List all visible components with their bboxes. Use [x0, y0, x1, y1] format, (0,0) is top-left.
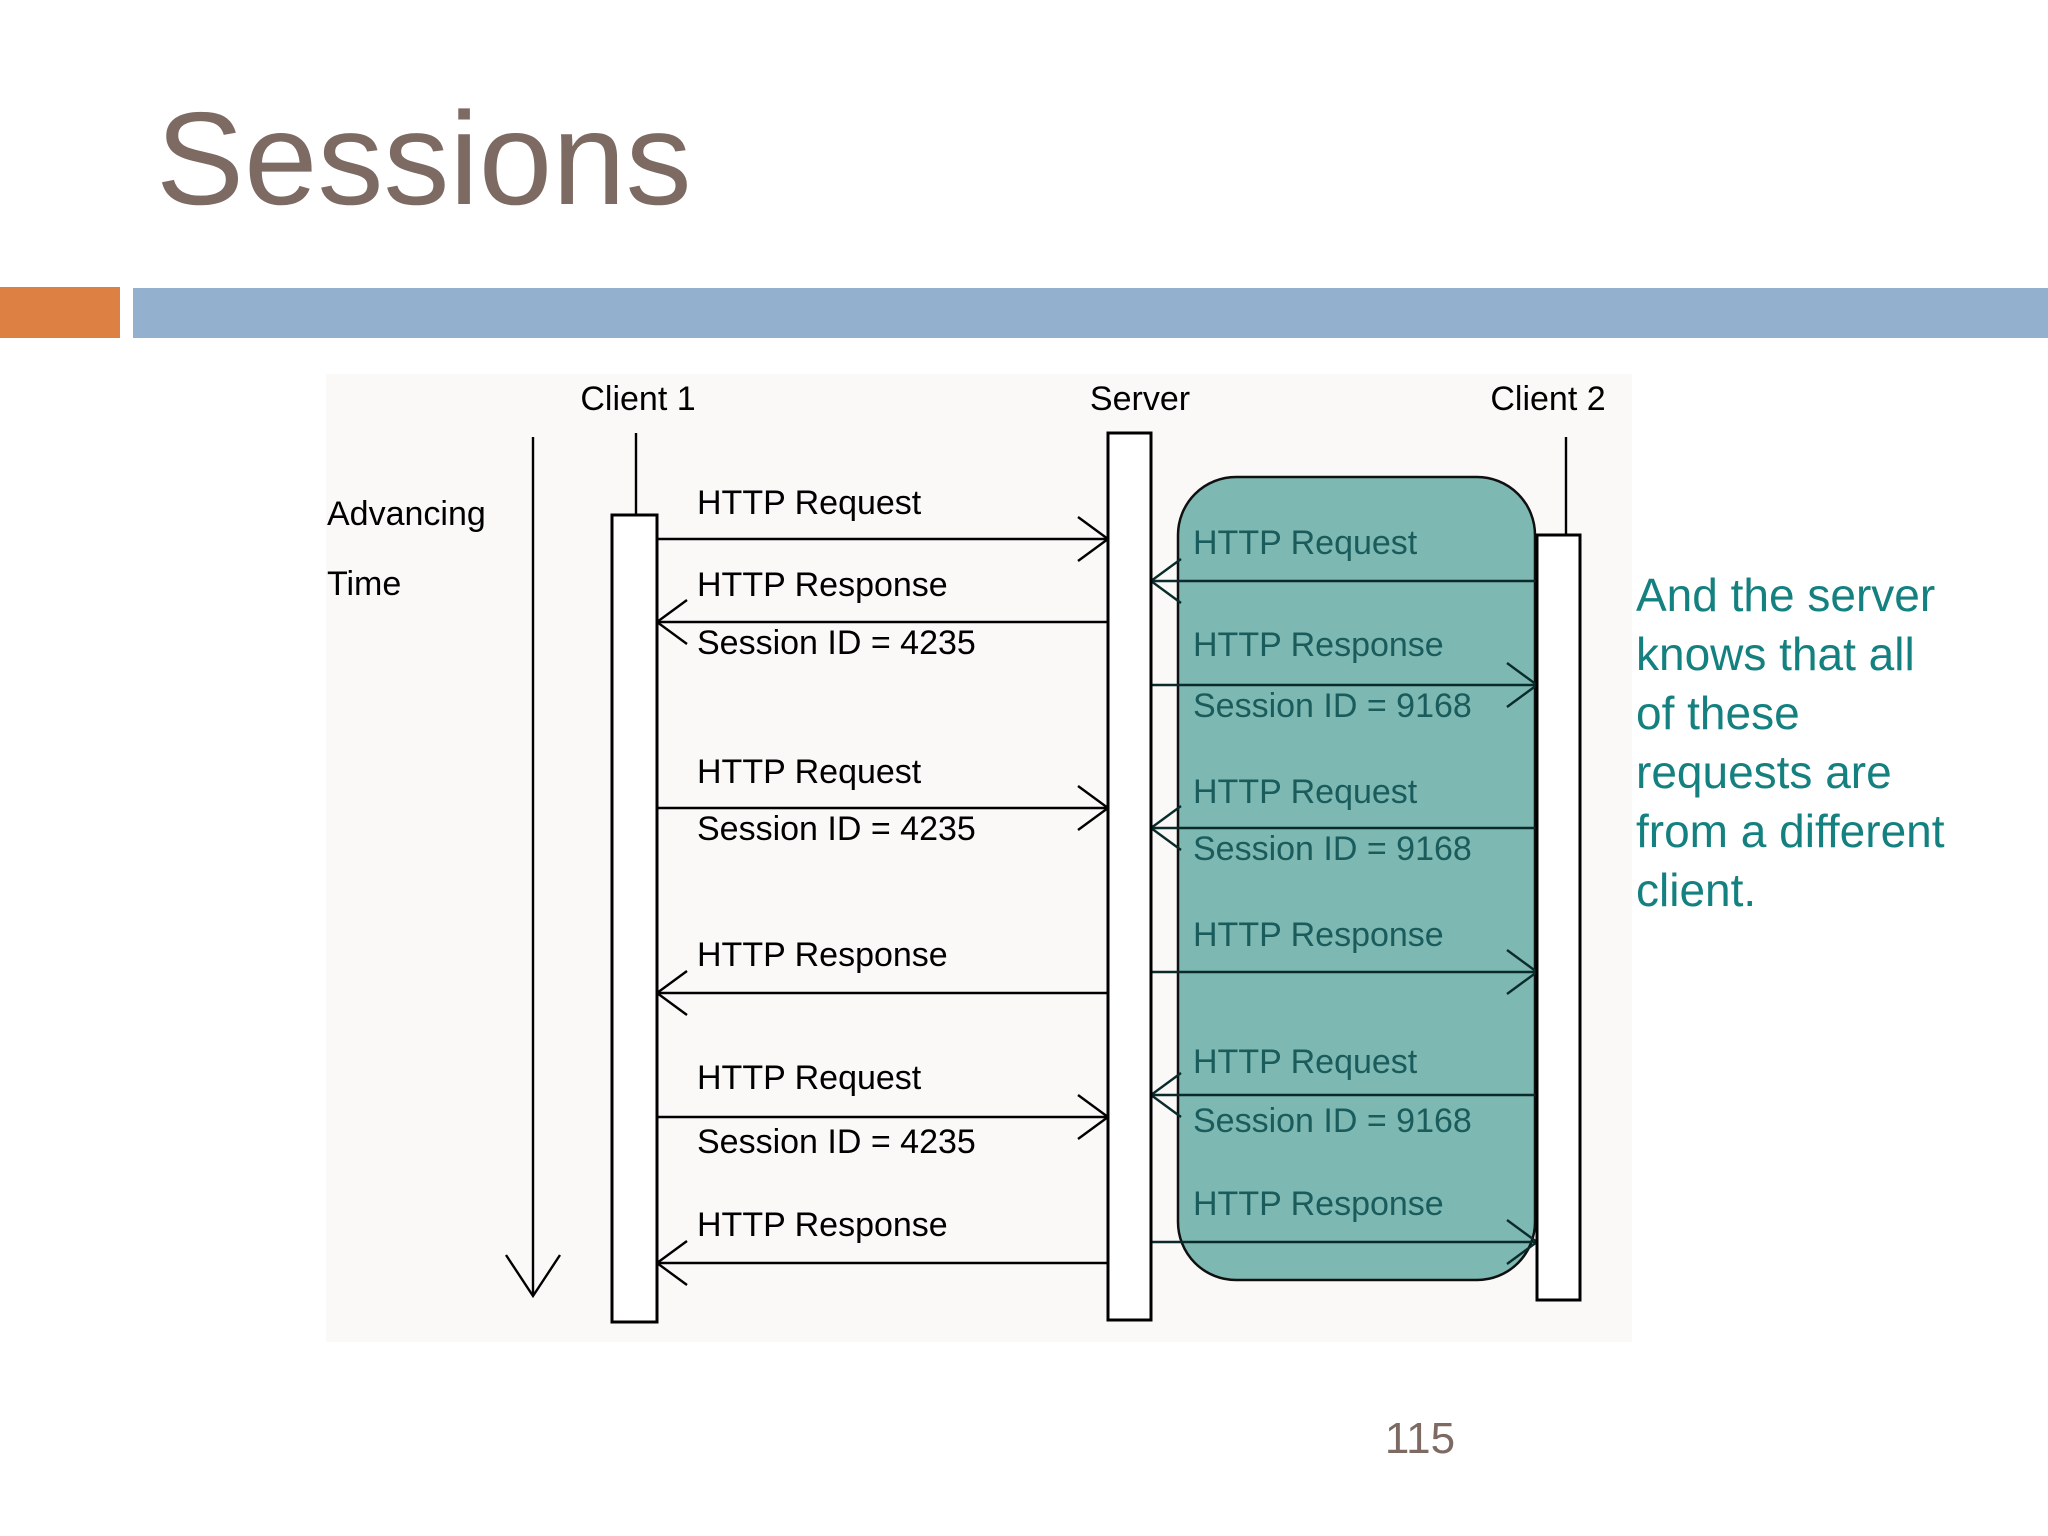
client2-activation-bar	[1535, 533, 1582, 1302]
msg-sublabel: Session ID = 9168	[1193, 1102, 1472, 1140]
annotation-line: requests are	[1636, 746, 1892, 798]
msg-label: HTTP Request	[1193, 524, 1418, 562]
msg-sublabel: Session ID = 4235	[697, 624, 976, 662]
arrow-http-request-1	[657, 516, 1111, 562]
actor-label-client2: Client 2	[1490, 380, 1606, 418]
msg-label: HTTP Request	[1193, 1043, 1418, 1081]
advancing-time-arrow	[504, 437, 562, 1299]
annotation-text: And the server knows that all of these r…	[1636, 566, 1945, 920]
msg-label: HTTP Request	[697, 484, 922, 522]
msg-sublabel: Session ID = 4235	[697, 810, 976, 848]
annotation-line: knows that all	[1636, 628, 1915, 680]
client2-session-highlight-box	[1176, 475, 1537, 1282]
accent-bar-orange	[0, 287, 120, 338]
msg-label: HTTP Request	[1193, 773, 1418, 811]
time-axis-label-line1: Advancing	[327, 495, 486, 533]
time-axis-label-line2: Time	[327, 565, 402, 603]
msg-label: HTTP Request	[697, 1059, 922, 1097]
accent-bar-blue	[133, 288, 2048, 338]
msg-label: HTTP Response	[697, 1206, 948, 1244]
arrow-http-response-3	[654, 1240, 1108, 1286]
arrow-http-response-2	[654, 970, 1108, 1016]
msg-label: HTTP Response	[1193, 1185, 1444, 1223]
page-number: 115	[1384, 1414, 1456, 1463]
msg-sublabel: Session ID = 4235	[697, 1123, 976, 1161]
msg-label: HTTP Response	[697, 936, 948, 974]
msg-label: HTTP Response	[1193, 626, 1444, 664]
annotation-line: from a different	[1636, 805, 1945, 857]
msg-label: HTTP Response	[697, 566, 948, 604]
annotation-line: And the server	[1636, 569, 1936, 621]
msg-label: HTTP Request	[697, 753, 922, 791]
actor-label-server: Server	[1089, 380, 1191, 418]
client1-activation-bar	[610, 513, 659, 1324]
slide-title: Sessions	[156, 85, 692, 232]
msg-sublabel: Session ID = 9168	[1193, 687, 1472, 725]
server-activation-bar	[1106, 431, 1153, 1322]
msg-sublabel: Session ID = 9168	[1193, 830, 1472, 868]
msg-label: HTTP Response	[1193, 916, 1444, 954]
actor-label-client1: Client 1	[580, 380, 696, 418]
annotation-line: of these	[1636, 687, 1800, 739]
annotation-line: client.	[1636, 864, 1757, 916]
